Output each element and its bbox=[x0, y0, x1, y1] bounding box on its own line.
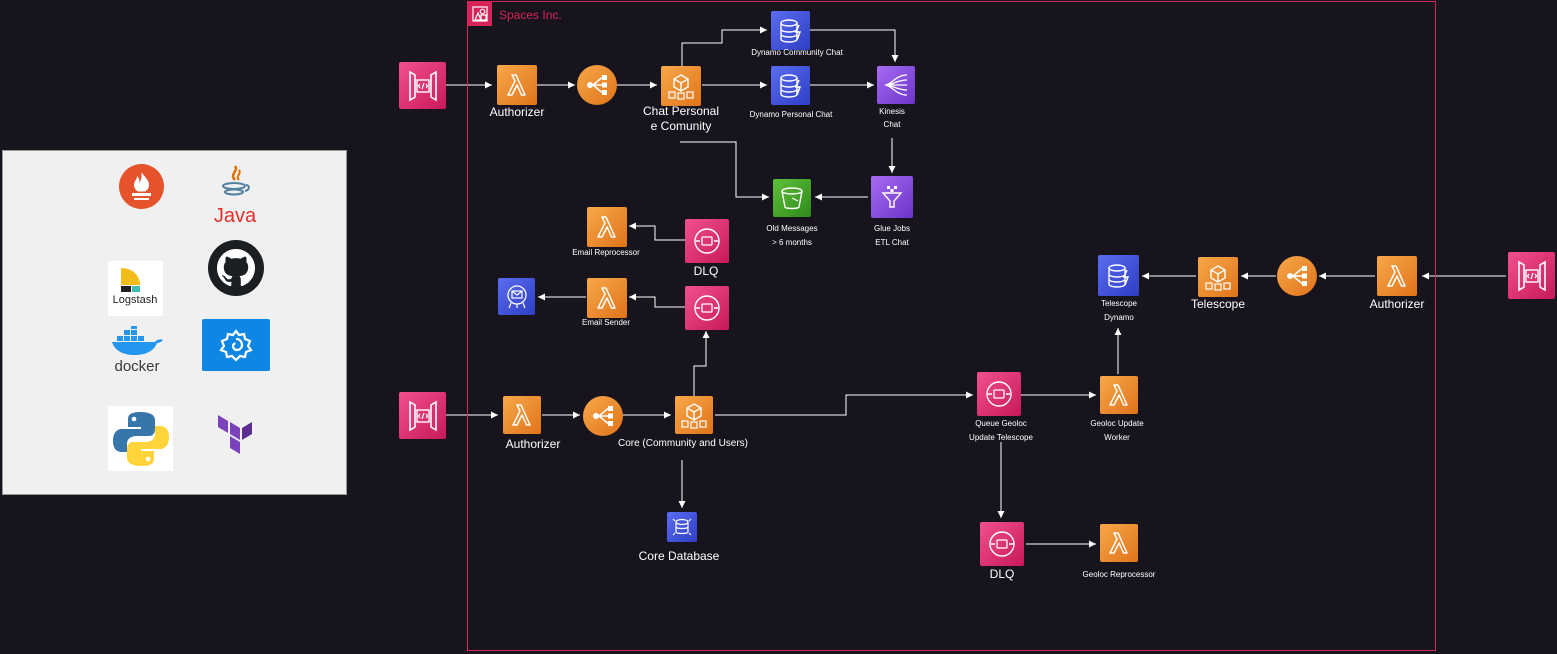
lambda-authorizer-core[interactable] bbox=[503, 396, 541, 434]
lambda-icon bbox=[1109, 532, 1128, 554]
lambda-icon bbox=[1387, 265, 1406, 287]
prometheus-logo bbox=[118, 163, 165, 210]
lambda-icon bbox=[597, 216, 616, 238]
geoloc-worker-label: Geoloc Update Worker bbox=[1090, 419, 1144, 442]
chat-service-label: Chat Personal e Comunity bbox=[642, 104, 720, 133]
logstash-label: Logstash bbox=[112, 294, 158, 306]
geoloc-dlq-label: DLQ bbox=[989, 567, 1015, 581]
sqs-geoloc-dlq[interactable] bbox=[980, 522, 1024, 566]
lambda-geoloc-reprocessor[interactable] bbox=[1100, 524, 1138, 562]
sqs-queue-icon bbox=[694, 295, 720, 321]
glue-icon bbox=[881, 186, 903, 208]
rds-core-database[interactable] bbox=[667, 512, 697, 542]
dynamodb-personal-chat[interactable] bbox=[771, 66, 810, 105]
java-label: Java bbox=[213, 205, 257, 227]
geoloc-reprocessor-label: Geoloc Reprocessor bbox=[1082, 570, 1156, 579]
kinesis-chat[interactable] bbox=[877, 66, 915, 104]
lambda-icon bbox=[1109, 384, 1128, 406]
docker-label: docker bbox=[114, 358, 160, 375]
lambda-geoloc-worker[interactable] bbox=[1100, 376, 1138, 414]
geoloc-queue-label: Queue Geoloc Update Telescope bbox=[969, 419, 1033, 442]
email-reprocessor-label: Email Reprocessor bbox=[572, 248, 640, 257]
authorizer-top-label: Authorizer bbox=[489, 105, 545, 119]
terraform-logo bbox=[215, 414, 257, 458]
lambda-icon bbox=[512, 404, 531, 426]
group-title: Spaces Inc. bbox=[499, 8, 562, 22]
dynamodb-icon bbox=[1107, 263, 1129, 288]
sqs-geoloc-queue[interactable] bbox=[977, 372, 1021, 416]
api-gateway-icon bbox=[1517, 260, 1546, 291]
core-service-label: Core (Community and Users) bbox=[617, 438, 749, 449]
glue-etl-chat[interactable] bbox=[871, 176, 913, 218]
grafana-logo bbox=[202, 319, 270, 371]
old-messages-label: Old Messages > 6 months bbox=[766, 224, 818, 247]
sns-email-notification[interactable] bbox=[498, 278, 535, 315]
dynamodb-community-chat[interactable] bbox=[771, 11, 810, 50]
api-gateway-icon bbox=[408, 400, 437, 431]
load-balancer-icon bbox=[1287, 266, 1307, 286]
sqs-email-dlq[interactable] bbox=[685, 219, 729, 263]
group-icon bbox=[468, 2, 492, 26]
ecs-core-service[interactable] bbox=[675, 396, 713, 434]
api-gateway-icon bbox=[408, 70, 437, 101]
kinesis-label: Kinesis Chat bbox=[879, 107, 905, 129]
sqs-queue-icon bbox=[986, 381, 1012, 407]
docker-logo bbox=[109, 326, 167, 356]
sqs-queue-icon bbox=[694, 228, 720, 254]
kinesis-icon bbox=[884, 74, 908, 96]
ecs-telescope-service[interactable] bbox=[1198, 257, 1238, 297]
s3-old-messages[interactable] bbox=[773, 179, 811, 217]
lambda-icon bbox=[507, 74, 526, 96]
authorizer-core-label: Authorizer bbox=[505, 437, 561, 451]
telescope-dynamo-label: Telescope Dynamo bbox=[1100, 299, 1138, 322]
load-balancer-icon bbox=[593, 406, 613, 426]
load-balancer-icon bbox=[587, 75, 607, 95]
lambda-authorizer-top[interactable] bbox=[497, 65, 537, 105]
database-icon bbox=[672, 518, 692, 536]
authorizer-telescope-label: Authorizer bbox=[1369, 297, 1425, 311]
lambda-email-reprocessor[interactable] bbox=[587, 207, 627, 247]
python-logo bbox=[108, 406, 173, 471]
email-dlq-label: DLQ bbox=[693, 264, 719, 278]
lambda-authorizer-telescope[interactable] bbox=[1377, 256, 1417, 296]
telescope-label: Telescope bbox=[1190, 297, 1246, 311]
load-balancer-core[interactable] bbox=[583, 396, 623, 436]
lambda-email-sender[interactable] bbox=[587, 278, 627, 318]
dynamodb-icon bbox=[779, 18, 801, 43]
load-balancer-telescope[interactable] bbox=[1277, 256, 1317, 296]
dynamodb-icon bbox=[779, 73, 801, 98]
dynamodb-telescope[interactable] bbox=[1098, 255, 1139, 296]
container-service-icon bbox=[668, 74, 694, 100]
s3-bucket-icon bbox=[781, 187, 803, 210]
api-gateway-telescope[interactable] bbox=[1508, 252, 1555, 299]
core-database-label: Core Database bbox=[638, 549, 720, 563]
spaces-inc-group: Spaces Inc. bbox=[467, 1, 1436, 651]
sqs-email-queue[interactable] bbox=[685, 286, 729, 330]
load-balancer-top[interactable] bbox=[577, 65, 617, 105]
logstash-logo bbox=[108, 261, 163, 316]
container-service-icon bbox=[1205, 265, 1231, 291]
ecs-chat-service[interactable] bbox=[661, 66, 701, 106]
api-gateway-core[interactable] bbox=[399, 392, 446, 439]
sqs-queue-icon bbox=[989, 531, 1015, 557]
glue-label: Glue Jobs ETL Chat bbox=[873, 224, 911, 247]
lambda-icon bbox=[597, 287, 616, 309]
sns-icon bbox=[506, 284, 527, 308]
dynamo-personal-chat-label: Dynamo Personal Chat bbox=[749, 110, 833, 119]
dynamo-community-chat-label: Dynamo Community Chat bbox=[751, 48, 843, 57]
tech-stack-panel: Java Logstash docker bbox=[2, 150, 347, 495]
email-sender-label: Email Sender bbox=[581, 318, 631, 327]
java-logo bbox=[215, 159, 255, 205]
github-logo bbox=[207, 239, 265, 297]
container-service-icon bbox=[681, 403, 707, 429]
api-gateway-top[interactable] bbox=[399, 62, 446, 109]
